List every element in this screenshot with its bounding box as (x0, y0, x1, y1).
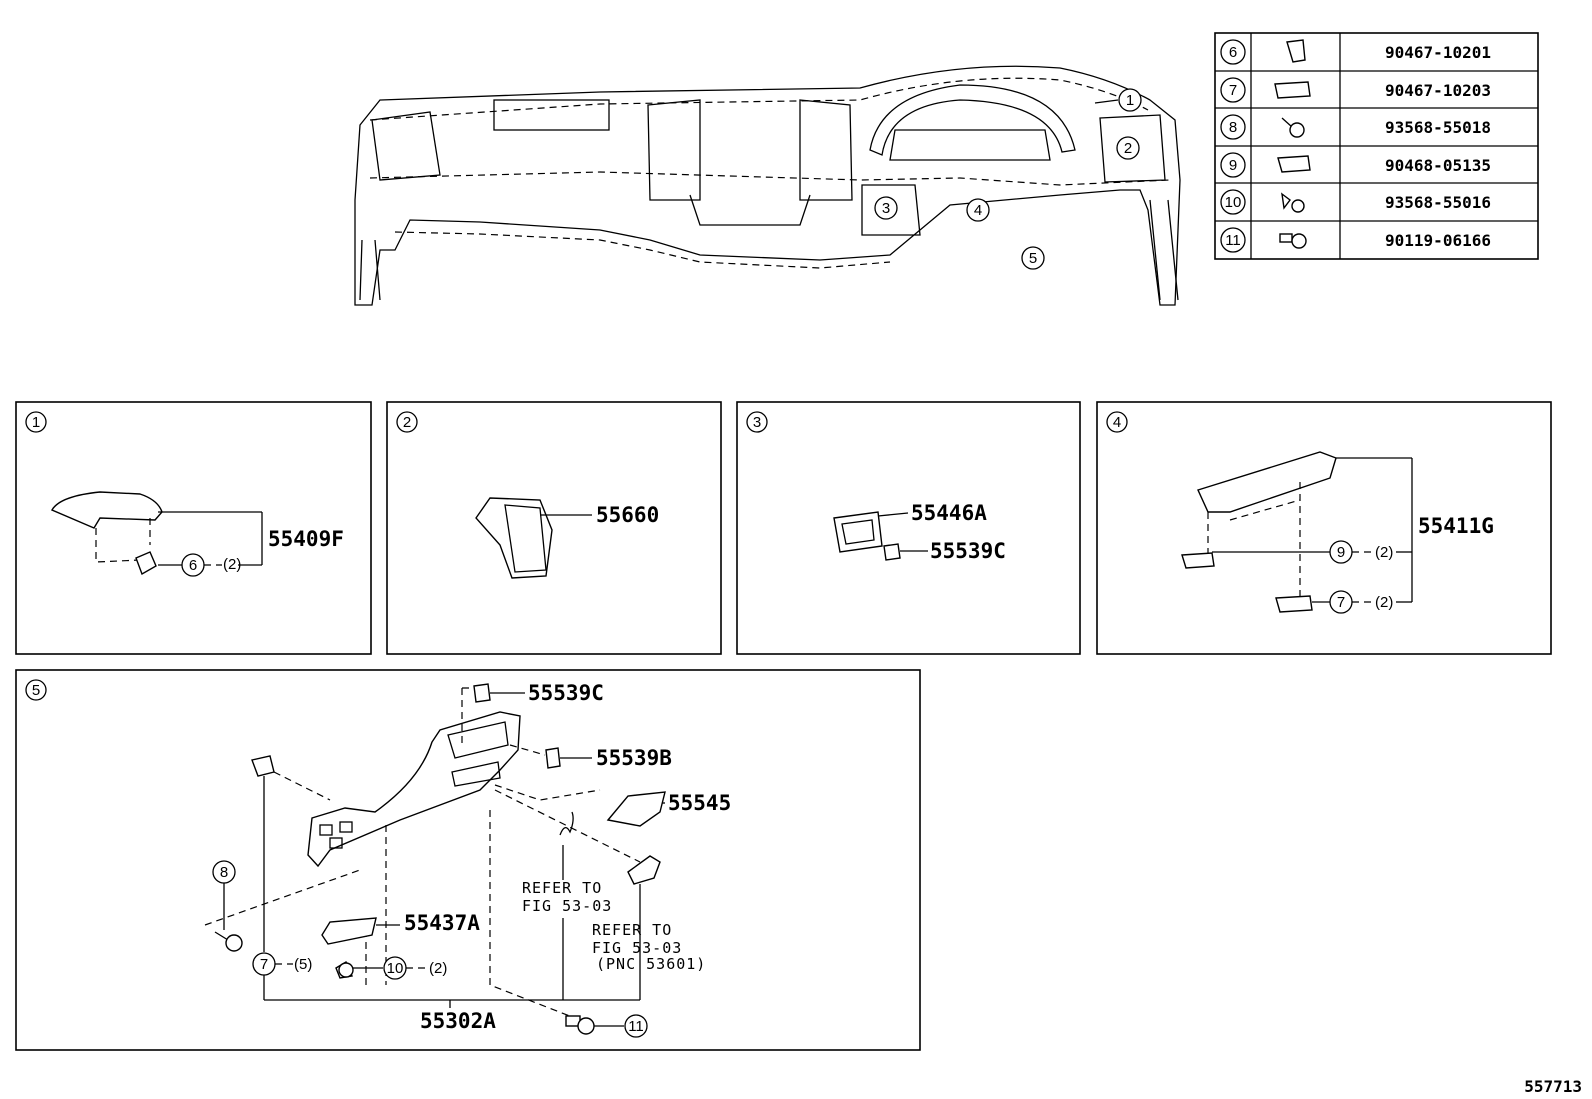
detail-panel-3: 3 55446A 55539C (736, 401, 1081, 655)
svg-text:11: 11 (1225, 232, 1241, 249)
svg-text:REFER TO: REFER TO (522, 879, 602, 897)
screw-grommet-icon (1281, 117, 1305, 138)
part-number-label: 55545 (668, 791, 731, 815)
grommet-part (335, 960, 354, 979)
svg-text:7: 7 (1229, 82, 1237, 99)
fastener-row: 8 93568-55018 (1220, 114, 1491, 140)
svg-text:90467-10201: 90467-10201 (1385, 43, 1491, 62)
svg-text:REFER TO: REFER TO (592, 921, 672, 939)
fastener-table (1214, 32, 1539, 260)
svg-text:2: 2 (1124, 140, 1132, 157)
svg-text:93568-55016: 93568-55016 (1385, 193, 1491, 212)
svg-text:(2): (2) (1375, 594, 1393, 611)
part-number-label: 55660 (596, 503, 659, 527)
svg-text:5: 5 (32, 682, 40, 699)
svg-text:FIG 53-03: FIG 53-03 (592, 939, 682, 957)
clip-part (473, 683, 491, 703)
svg-text:5: 5 (1029, 250, 1037, 267)
svg-text:6: 6 (1229, 44, 1237, 61)
clip-part (545, 747, 561, 769)
fastener-row: 11 90119-06166 (1220, 227, 1491, 253)
svg-text:(PNC 53601): (PNC 53601) (596, 955, 706, 973)
part-number-label: 55411G (1418, 514, 1494, 538)
fastener-row: 10 93568-55016 (1220, 189, 1491, 215)
svg-text:(2): (2) (429, 960, 447, 977)
fastener-row: 6 90467-10201 (1220, 39, 1491, 65)
svg-text:7: 7 (260, 956, 268, 973)
svg-text:9: 9 (1337, 544, 1345, 561)
overview-callouts: 1 2 3 4 5 (874, 88, 1142, 270)
svg-text:90468-05135: 90468-05135 (1385, 156, 1491, 175)
svg-text:1: 1 (1126, 92, 1134, 109)
cover-part (606, 791, 666, 827)
clip-part (1181, 552, 1215, 569)
svg-text:10: 10 (1225, 194, 1242, 211)
part-number-label: 55539B (596, 746, 672, 770)
figure-id: 557713 (1524, 1077, 1582, 1096)
svg-text:(2): (2) (223, 556, 241, 573)
svg-text:FIG 53-03: FIG 53-03 (522, 897, 612, 915)
part-number-label: 55539C (930, 539, 1006, 563)
screw-part (214, 931, 243, 952)
svg-text:7: 7 (1337, 594, 1345, 611)
svg-text:1: 1 (32, 414, 40, 431)
clip-part (883, 543, 901, 561)
part-number-label: 55302A (420, 1009, 496, 1033)
svg-text:90467-10203: 90467-10203 (1385, 81, 1491, 100)
svg-text:6: 6 (189, 557, 197, 574)
screw-grommet-icon (1281, 192, 1305, 213)
lower-panel-part (307, 711, 521, 868)
part-number-label: 55437A (404, 911, 480, 935)
pocket-part (321, 917, 377, 945)
svg-text:4: 4 (974, 202, 982, 219)
reference-note-2: REFER TO FIG 53-03 (PNC 53601) (592, 921, 706, 973)
svg-text:9: 9 (1229, 157, 1237, 174)
reference-note-1: REFER TO FIG 53-03 (522, 879, 612, 915)
detail-panel-5: 5 55539C 55539B 55545 8 (15, 669, 921, 1051)
detail-panel-1: 1 6 (2) 55409F (15, 401, 372, 655)
svg-text:10: 10 (387, 960, 404, 977)
vent-part (475, 497, 553, 579)
svg-text:3: 3 (882, 200, 890, 217)
cover-part (51, 491, 163, 529)
svg-text:(5): (5) (294, 956, 312, 973)
part-number-label: 55446A (911, 501, 987, 525)
clip-icon (1274, 81, 1311, 99)
svg-text:11: 11 (628, 1018, 644, 1035)
svg-text:4: 4 (1113, 414, 1121, 431)
svg-text:8: 8 (1229, 119, 1237, 136)
part-number-label: 55409F (268, 527, 344, 551)
bracket-part (627, 855, 661, 885)
svg-text:93568-55018: 93568-55018 (1385, 118, 1491, 137)
fastener-row: 7 90467-10203 (1220, 77, 1491, 103)
clip-part (251, 755, 275, 777)
detail-panel-2: 2 55660 (386, 401, 722, 655)
detail-panel-4: 4 9 (2) 7 (2) 55411G (1096, 401, 1552, 655)
clip-icon (1286, 39, 1306, 63)
part-number-label: 55539C (528, 681, 604, 705)
bolt-part (565, 1015, 595, 1035)
clip-part (1275, 595, 1313, 613)
svg-text:90119-06166: 90119-06166 (1385, 231, 1491, 250)
clip-part (135, 551, 157, 576)
svg-text:3: 3 (753, 414, 761, 431)
svg-text:2: 2 (403, 414, 411, 431)
fastener-row: 9 90468-05135 (1220, 152, 1491, 178)
clip-icon (1277, 155, 1311, 173)
dashboard-overview (354, 65, 1181, 306)
svg-text:8: 8 (220, 864, 228, 881)
svg-text:(2): (2) (1375, 544, 1393, 561)
switch-bezel-part (833, 511, 883, 553)
trim-strip-part (1197, 451, 1337, 513)
bolt-icon (1279, 233, 1307, 249)
